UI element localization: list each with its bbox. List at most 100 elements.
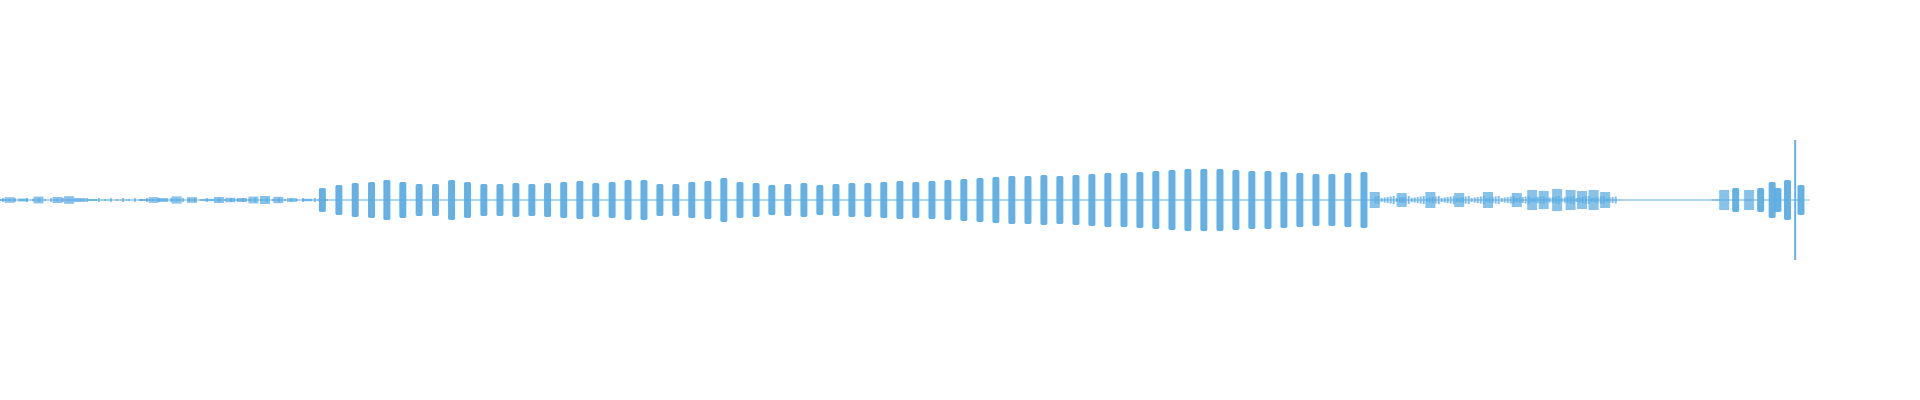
waveform-texture [110,198,112,202]
waveform-texture [116,199,118,201]
waveform-texture [1434,196,1437,204]
waveform-texture [1521,197,1524,204]
waveform-burst [1344,173,1352,227]
waveform-burst [236,198,247,202]
waveform-burst [351,183,359,217]
waveform-burst [1248,171,1256,229]
waveform-texture [1452,196,1455,205]
waveform-texture [1560,198,1563,203]
waveform-texture [1392,196,1395,205]
waveform-texture [86,198,88,202]
waveform-burst [928,181,936,219]
waveform-texture [1608,197,1611,203]
waveform-texture [212,199,214,201]
waveform-burst [1588,190,1599,210]
waveform-texture [1539,196,1542,204]
waveform-burst [864,183,872,217]
waveform-texture [1575,198,1578,203]
waveform-texture [254,198,256,202]
waveform-texture [14,198,16,202]
waveform-texture [1437,196,1440,205]
waveform-texture [1554,196,1557,204]
waveform-texture [50,198,52,202]
waveform-texture [1530,198,1533,203]
waveform-texture [1584,196,1587,204]
waveform-texture [1602,196,1605,205]
waveform-texture [1581,197,1584,204]
waveform-texture [158,198,160,202]
waveform-texture [1578,197,1581,203]
waveform-burst [1008,176,1016,224]
waveform-burst [800,183,808,217]
waveform-burst [720,178,728,222]
waveform-texture [1587,196,1590,205]
waveform-texture [1566,197,1569,204]
waveform-texture [194,198,196,202]
waveform-texture [1461,197,1464,204]
waveform-texture [1551,197,1554,204]
waveform-burst [1328,174,1336,226]
waveform-burst [976,178,984,222]
waveform-burst [1024,176,1032,224]
waveform-burst [335,185,343,215]
waveform-burst [944,180,952,220]
waveform-texture [1491,197,1494,204]
waveform-texture [74,198,76,202]
waveform-texture [20,199,22,201]
waveform-burst [1232,170,1240,230]
waveform-burst [1784,180,1792,220]
waveform-texture [1401,197,1404,204]
waveform-burst [464,182,472,218]
waveform-texture [1404,196,1407,204]
waveform-texture [1509,196,1512,204]
waveform-burst [832,184,840,216]
waveform-texture [1542,196,1545,205]
waveform-texture [1494,196,1497,204]
waveform-texture [1503,197,1506,203]
waveform-texture [218,198,220,202]
waveform-burst [448,180,456,220]
waveform-burst [576,181,584,219]
waveform-texture [32,199,34,201]
waveform-texture [1569,196,1572,204]
waveform-texture [230,198,232,202]
waveform-texture [1536,197,1539,204]
waveform-texture [1512,196,1515,205]
waveform-texture [182,198,184,202]
waveform-burst [1757,188,1765,212]
waveform-burst [672,184,680,216]
waveform-texture [1419,196,1422,204]
waveform-burst [608,182,616,218]
waveform-texture [320,199,322,201]
waveform-texture [206,198,208,202]
waveform-burst [1684,199,1695,201]
waveform-texture [1398,197,1401,203]
waveform-texture [308,199,310,201]
waveform-burst [656,184,664,216]
waveform-texture [1458,197,1461,203]
waveform-burst [960,179,968,221]
waveform-texture [188,199,190,201]
waveform-texture [1449,196,1452,204]
waveform-burst [736,182,744,218]
waveform-burst [1396,193,1407,207]
waveform-burst [880,182,888,218]
waveform-burst [187,197,197,203]
waveform-burst [992,177,1000,223]
waveform-texture [1599,196,1602,204]
waveform-burst [1120,173,1128,227]
waveform-texture [200,199,202,201]
waveform-texture [1506,197,1509,204]
waveform-texture [1518,197,1521,203]
waveform-burst [318,188,326,212]
waveform-texture [1473,197,1476,203]
waveform-texture [80,199,82,201]
waveform-texture [1557,196,1560,205]
waveform-texture [92,199,94,201]
waveform-burst [1312,174,1320,226]
waveform-burst [1216,169,1224,231]
waveform-burst [1799,199,1810,201]
waveform-texture [1380,198,1383,203]
waveform-burst [158,198,169,202]
waveform-burst [480,184,488,216]
